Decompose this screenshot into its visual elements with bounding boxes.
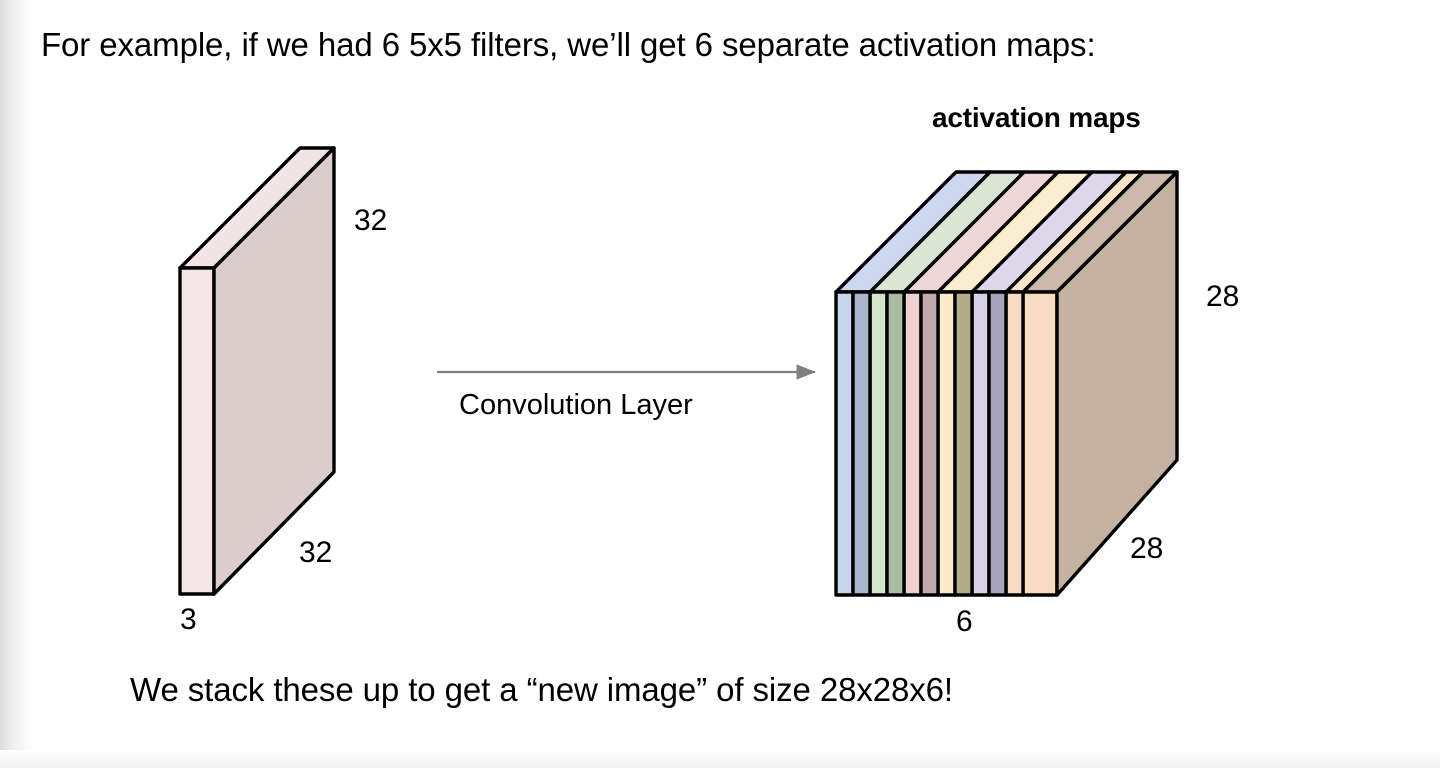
slice-2-side-face [868,290,889,597]
headline-text: For example, if we had 6 5x5 filters, we… [41,26,1096,63]
output-depth-label: 6 [956,605,973,638]
convolution-layer-label: Convolution Layer [459,389,693,421]
input-width-label: 32 [299,536,333,569]
input-volume-front-face [212,146,336,596]
slice-5-side-face-dark [987,290,1008,597]
activation-slice-5 [970,170,1128,597]
caption-text: We stack these up to get a “new image” o… [130,671,953,708]
back-slab-side-face [1021,290,1059,597]
slice-4-side-face-dark [953,290,974,597]
input-depth-label: 3 [180,603,197,636]
slice-6-side-face [1004,290,1025,597]
activation-maps-stack [834,170,1179,597]
activation-slice-back [1021,170,1179,597]
slice-3-side-face [902,290,923,597]
output-height-label: 28 [1206,280,1240,313]
slice-2-side-face-dark [885,290,906,597]
back-slab-front-face [1055,170,1179,597]
activation-maps-title: activation maps [932,102,1141,133]
slice-1-side-face [834,290,855,597]
activation-slice-3 [902,170,1060,597]
input-height-label: 32 [354,204,388,237]
slice-3-side-face-dark [919,290,940,597]
activation-slice-2 [868,170,1026,597]
activation-slice-1 [834,170,992,597]
input-volume [178,146,336,596]
slice-1-side-face-dark [851,290,872,597]
input-volume-side-face [178,266,216,596]
slice-5-side-face [970,290,991,597]
slice-4-side-face [936,290,957,597]
activation-slice-4 [936,170,1094,597]
output-width-label: 28 [1130,532,1164,565]
